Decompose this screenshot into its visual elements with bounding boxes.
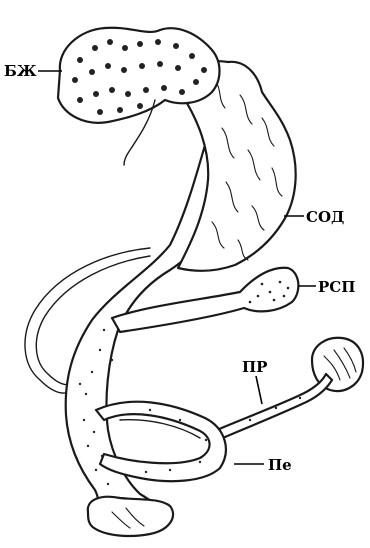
- label-rsp: РСП: [298, 278, 355, 296]
- base-foot: [88, 497, 173, 536]
- label-bzh-text: БЖ: [4, 62, 37, 80]
- label-bzh: БЖ: [4, 62, 62, 80]
- label-rsp-text: РСП: [318, 278, 355, 296]
- pr-duct: [212, 374, 332, 440]
- label-sod-text: СОД: [306, 208, 344, 226]
- pe-loop: [96, 402, 226, 481]
- label-pe-text: Пе: [268, 456, 292, 474]
- label-pr: ПР: [242, 358, 267, 404]
- label-pe: Пе: [234, 456, 292, 474]
- label-sod: СОД: [284, 208, 344, 226]
- label-pr-text: ПР: [242, 358, 267, 376]
- leader-pr: [256, 376, 262, 404]
